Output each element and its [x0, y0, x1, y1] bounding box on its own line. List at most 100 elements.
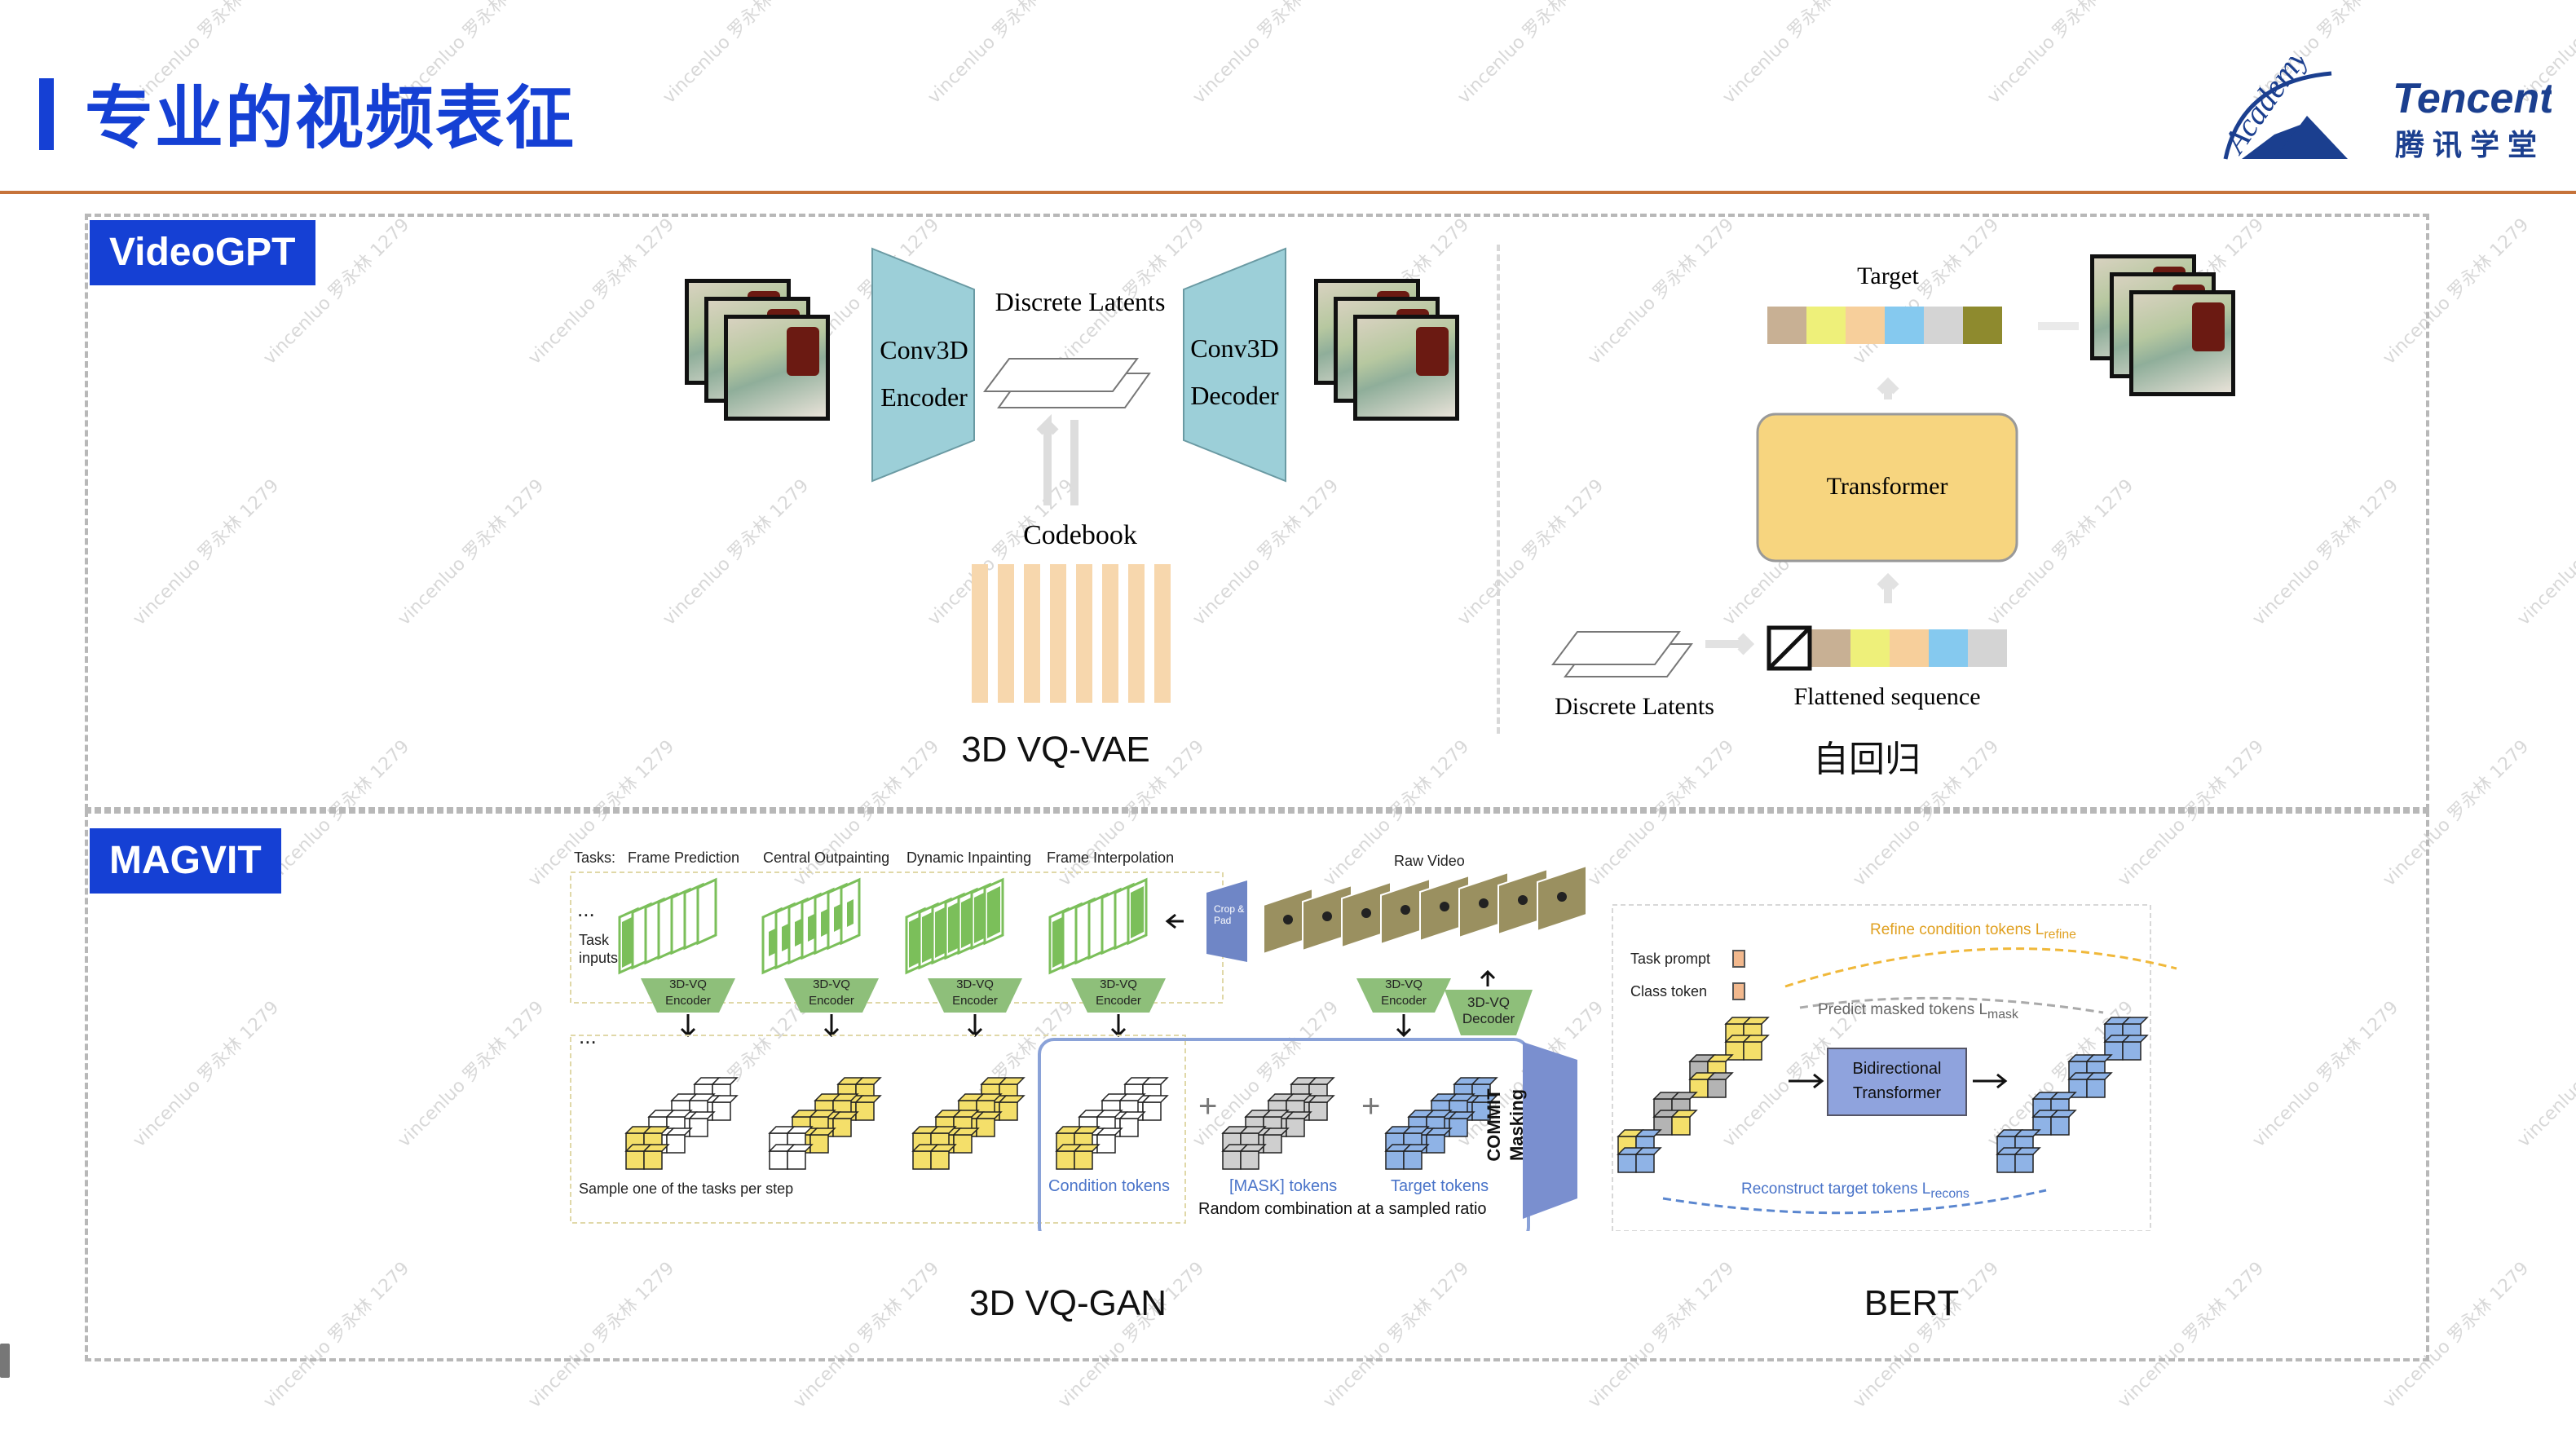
token-cube-top: [854, 1095, 882, 1103]
token-cube: [1385, 1150, 1405, 1170]
watermark-text: vincenluo 罗永林 1279: [2513, 475, 2576, 630]
bert-input-cube-top: [1742, 1035, 1770, 1043]
token-cube-top: [1141, 1077, 1169, 1085]
encoder-down-arrow: [823, 1014, 840, 1038]
token-cube-top: [998, 1077, 1026, 1085]
flattened-sequence-label: Flattened sequence: [1793, 683, 1981, 710]
token-cube-top: [1285, 1111, 1312, 1119]
videogpt-panel: [85, 214, 2429, 810]
crop-pad-block: [1206, 880, 1247, 962]
bert-input-cube: [1617, 1154, 1637, 1173]
svg-text:+: +: [1361, 1088, 1380, 1124]
class-token-label: Class token: [1630, 983, 1708, 1000]
token-cube: [643, 1150, 663, 1170]
token-cube-top: [1239, 1144, 1267, 1152]
bert-input-cube-top: [1670, 1092, 1698, 1100]
codebook-arrow-up: [1036, 413, 1059, 505]
task-frame-fill: [1131, 886, 1144, 938]
token-cube-top: [1308, 1077, 1335, 1085]
ar-caption: 自回归: [1813, 739, 1921, 779]
logo-cn-text: 腾讯学堂: [2395, 128, 2545, 162]
vq-encoder-trapezoid: [928, 978, 1022, 1013]
encoder-down-arrow: [1110, 1014, 1127, 1038]
target-tokens-label: Target tokens: [1391, 1177, 1489, 1195]
vqvae-caption: 3D VQ-VAE: [961, 730, 1150, 770]
codebook-bars: [972, 564, 1171, 703]
task-inputs-label: Task inputs: [579, 932, 619, 966]
header-divider: [0, 191, 2576, 194]
encoder-label-line2: Encoder: [880, 382, 968, 412]
token-cube: [809, 1134, 829, 1154]
cube-ellipsis: ...: [579, 1024, 597, 1048]
output-frame-3: [1353, 315, 1459, 421]
page-title: 专业的视频表征: [85, 78, 576, 158]
token-cube-top: [1425, 1127, 1453, 1136]
token-cube-top: [831, 1111, 859, 1119]
token-cube-top: [929, 1144, 957, 1152]
encoder-down-arrow: [967, 1014, 983, 1038]
task-frame-fill: [847, 899, 854, 927]
token-cube: [1263, 1134, 1282, 1154]
sequence-token: [1929, 629, 1968, 667]
crop-arrow: [1165, 913, 1184, 929]
decoder-label-line2: Decoder: [1190, 381, 1279, 410]
bert-input-cube-top: [1706, 1054, 1734, 1062]
token-cube: [1142, 1101, 1162, 1121]
token-cube-top: [809, 1110, 836, 1118]
discrete-latents-label: Discrete Latents: [995, 287, 1166, 316]
predict-arc: [1799, 996, 2104, 1014]
bert-output-cube-top: [2049, 1092, 2077, 1100]
refine-label: Refine condition tokens Lrefine: [1870, 921, 2076, 942]
token-cube: [689, 1118, 708, 1137]
commit-label: COMMIT: [1484, 1088, 1504, 1162]
task-frame: [696, 877, 717, 946]
task-prompt-label: Task prompt: [1630, 951, 1711, 967]
vq-encoder-trapezoid: [641, 978, 735, 1013]
token-cube-top: [688, 1093, 716, 1101]
reconstruct-label: Reconstruct target tokens Lrecons: [1741, 1180, 1969, 1202]
token-cube-top: [952, 1110, 980, 1118]
token-cube-top: [711, 1095, 739, 1103]
token-cube-top: [1141, 1095, 1169, 1103]
refine-text: Refine condition tokens L: [1870, 921, 2044, 938]
token-cube-top: [688, 1111, 716, 1119]
raw-video-subject: [1440, 902, 1449, 911]
bidirectional-transformer-box: [1827, 1048, 1967, 1116]
title-accent-bar: [39, 78, 54, 150]
magvit-tag: MAGVIT: [90, 828, 281, 894]
token-cube-top: [711, 1077, 739, 1085]
token-cube-top: [665, 1110, 693, 1118]
sequence-token: [1850, 629, 1890, 667]
task-frame-fill: [987, 886, 1000, 938]
codebook-bar: [972, 564, 988, 703]
token-cube: [1119, 1118, 1139, 1137]
token-cube-top: [998, 1095, 1026, 1103]
encoder-trapezoids: [641, 978, 1533, 1038]
sequence-token: [1968, 629, 2007, 667]
token-cube: [1308, 1101, 1328, 1121]
bidirectional-line2: Transformer: [1852, 1084, 1942, 1102]
token-cube-top: [1096, 1110, 1123, 1118]
decoder-label: 3D-VQ Decoder: [1462, 995, 1515, 1026]
bert-input-cube-top: [1742, 1017, 1770, 1025]
watermark-text: vincenluo 罗永林 1279: [1983, 0, 2138, 108]
token-cube: [712, 1101, 731, 1121]
encoder-down-arrow: [680, 1014, 696, 1038]
slide-scroll-handle[interactable]: [0, 1344, 10, 1378]
bert-input-cube: [1707, 1079, 1727, 1098]
token-cube-top: [1239, 1126, 1267, 1134]
target-token: [1924, 307, 1963, 344]
task-prompt-swatch: [1732, 950, 1745, 968]
codebook-bar: [1024, 564, 1040, 703]
token-cube-top: [642, 1144, 670, 1152]
class-token-swatch: [1732, 982, 1745, 1000]
task-frame-fill: [769, 929, 775, 956]
target-token: [1767, 307, 1806, 344]
decoder-label-line1: Conv3D: [1190, 333, 1279, 363]
token-cube-top: [1471, 1077, 1498, 1085]
sequence-token: [1811, 629, 1850, 667]
target-token: [1963, 307, 2002, 344]
refine-arc: [1784, 947, 2177, 988]
token-cube-top: [1402, 1144, 1430, 1152]
vq-encoder-label: 3D-VQ Encoder: [1381, 977, 1427, 1008]
